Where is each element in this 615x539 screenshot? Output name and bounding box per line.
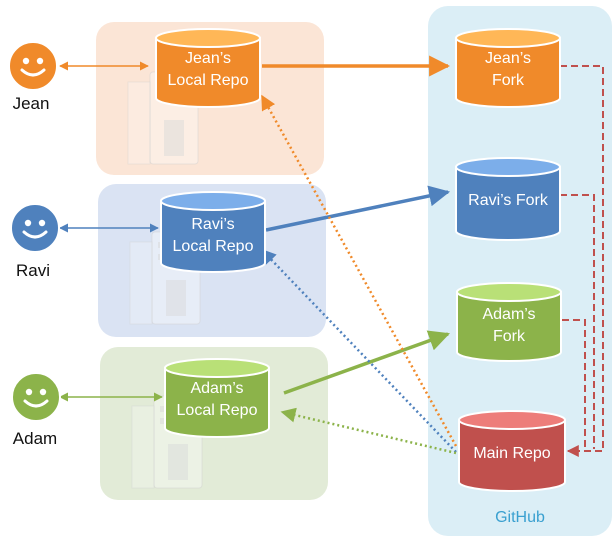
- ravi-push-arrow: [265, 185, 451, 232]
- github-panel: [428, 6, 612, 536]
- face-eye: [22, 57, 30, 65]
- jean-fork-repo: [455, 28, 561, 108]
- adam-avatar-icon: [11, 372, 61, 422]
- ravi-fork-repo: [455, 157, 561, 241]
- jean-avatar-icon: [8, 41, 58, 91]
- jean-name-label: Jean: [13, 94, 50, 113]
- main-repo: [458, 410, 566, 492]
- adam-local-label-1: Adam’s: [190, 380, 243, 397]
- cylinder-body: [456, 291, 562, 362]
- cylinder-body: [455, 37, 561, 108]
- main-repo-label: Main Repo: [473, 445, 550, 462]
- jean-local-label-2: Local Repo: [168, 72, 249, 89]
- face-mouth: [22, 230, 48, 239]
- cylinder-lid: [455, 157, 561, 177]
- ravi-local-repo: [160, 191, 266, 273]
- cylinder-body: [155, 37, 261, 108]
- cylinder-body: [455, 166, 561, 241]
- cylinder-lid: [160, 191, 266, 211]
- cylinder-lid: [458, 410, 566, 430]
- cylinder-lid: [155, 28, 261, 48]
- adam-local-label-2: Local Repo: [177, 402, 258, 419]
- face-circle: [8, 41, 58, 91]
- cylinder-body: [164, 367, 270, 438]
- face-eye: [36, 57, 44, 65]
- jean-pull-request-line: [560, 65, 604, 457]
- adam-pull-request-line: [562, 319, 586, 447]
- cylinder-body: [160, 200, 266, 273]
- cylinder-body: [458, 419, 566, 492]
- jean-fetch-arrow: [260, 94, 458, 447]
- face-mouth: [20, 68, 46, 77]
- adam-name-label: Adam: [13, 429, 57, 448]
- adam-fork-label-1: Adam’s: [482, 306, 535, 323]
- jean-fork-label-2: Fork: [492, 72, 525, 89]
- ravi-pull-request-line: [560, 194, 595, 449]
- cylinder-lid: [456, 282, 562, 302]
- ravi-local-label-1: Ravi’s: [191, 216, 234, 233]
- adam-fork-repo: [456, 282, 562, 362]
- jean-fork-label-1: Jean’s: [485, 50, 531, 67]
- cylinder-lid: [164, 358, 270, 378]
- adam-local-repo: [164, 358, 270, 438]
- face-mouth: [23, 399, 49, 408]
- github-label: GitHub: [495, 509, 545, 526]
- ravi-fork-label: Ravi’s Fork: [468, 192, 549, 209]
- jean-local-label-1: Jean’s: [185, 50, 231, 67]
- adam-push-arrow: [283, 330, 450, 395]
- face-circle: [11, 372, 61, 422]
- ravi-local-label-2: Local Repo: [173, 238, 254, 255]
- adam-fork-label-2: Fork: [493, 328, 526, 345]
- ravi-fetch-arrow: [260, 248, 457, 453]
- face-eye: [39, 388, 47, 396]
- jean-local-repo: [155, 28, 261, 108]
- face-eye: [38, 219, 46, 227]
- ravi-avatar-icon: [10, 203, 60, 253]
- face-circle: [10, 203, 60, 253]
- ravi-name-label: Ravi: [16, 261, 50, 280]
- face-eye: [24, 219, 32, 227]
- cylinder-lid: [455, 28, 561, 48]
- face-eye: [25, 388, 33, 396]
